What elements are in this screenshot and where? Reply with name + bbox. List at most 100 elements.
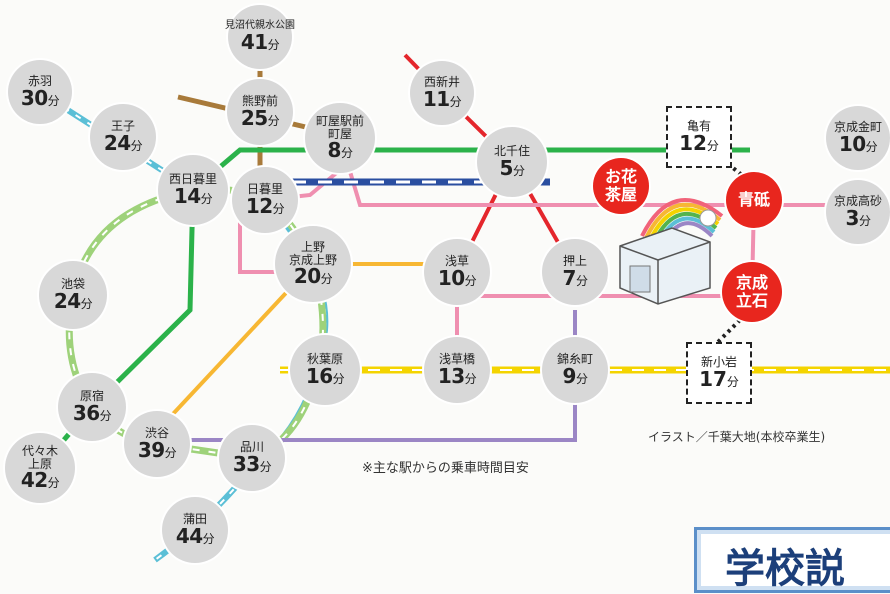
- station-keiseitateishi[interactable]: 京成立石: [722, 262, 782, 322]
- travel-time: 9分: [562, 363, 588, 388]
- time-unit: 分: [706, 138, 719, 153]
- travel-time: 20分: [293, 264, 333, 289]
- time-unit: 分: [858, 213, 871, 228]
- time-unit: 分: [80, 296, 93, 311]
- station-ohanajaya[interactable]: お花茶屋: [593, 158, 649, 214]
- station-name: 上野京成上野: [288, 239, 337, 267]
- time-unit: 分: [332, 371, 345, 386]
- station-name: 品川: [239, 440, 264, 455]
- time-unit: 分: [272, 201, 285, 216]
- station-name: 浅草橋: [438, 352, 475, 367]
- station-name: 亀有: [686, 119, 711, 134]
- illustration-credit: イラスト／千葉大地(本校卒業生): [648, 430, 826, 444]
- station-name: お花茶屋: [604, 167, 637, 204]
- travel-time: 30分: [20, 85, 60, 110]
- travel-time: 24分: [103, 130, 143, 155]
- station-name: 日暮里: [246, 182, 283, 197]
- station-name: 押上: [562, 254, 587, 269]
- station-name: 西日暮里: [168, 172, 217, 187]
- time-unit: 分: [575, 273, 588, 288]
- shinkoiwa-connector: [716, 318, 742, 344]
- station-name: 京成金町: [833, 120, 882, 135]
- station-name: 町屋駅前町屋: [315, 113, 364, 141]
- time-unit: 分: [202, 531, 215, 546]
- time-unit: 分: [99, 408, 112, 423]
- station-name: 青砥: [737, 190, 770, 210]
- travel-time: 24分: [53, 288, 93, 313]
- panel-heading: 学校説: [725, 546, 845, 592]
- station-name: 秋葉原: [306, 352, 343, 367]
- travel-time: 8分: [327, 138, 353, 163]
- travel-time: 5分: [499, 155, 525, 180]
- station-name: 新小岩: [700, 355, 737, 370]
- station-name: 原宿: [79, 389, 104, 404]
- time-unit: 分: [130, 138, 143, 153]
- station-name: 北千住: [493, 144, 530, 159]
- station-aoto[interactable]: 青砥: [726, 172, 782, 228]
- travel-time: 39分: [137, 437, 177, 462]
- time-unit: 分: [47, 93, 60, 108]
- station-name: 錦糸町: [556, 352, 593, 367]
- travel-time: 11分: [422, 86, 462, 111]
- time-unit: 分: [512, 163, 525, 178]
- travel-time-note: ※主な駅からの乗車時間目安: [362, 461, 529, 476]
- travel-time: 36分: [72, 400, 112, 425]
- station-name: 代々木上原: [21, 443, 58, 471]
- time-unit: 分: [320, 272, 333, 287]
- time-unit: 分: [340, 146, 353, 161]
- station-name: 王子: [110, 119, 135, 134]
- time-unit: 分: [267, 113, 280, 128]
- time-unit: 分: [464, 273, 477, 288]
- station-name: 蒲田: [182, 512, 207, 527]
- time-unit: 分: [464, 371, 477, 386]
- travel-time: 10分: [838, 131, 878, 156]
- time-unit: 分: [449, 94, 462, 109]
- time-unit: 分: [575, 371, 588, 386]
- station-name: 渋谷: [144, 426, 169, 441]
- time-unit: 分: [164, 445, 177, 460]
- station-name: 京成高砂: [833, 194, 882, 209]
- travel-time: 41分: [240, 29, 280, 54]
- hanzomon-line: [157, 310, 577, 442]
- time-unit: 分: [726, 374, 739, 389]
- travel-time: 13分: [437, 363, 477, 388]
- time-unit: 分: [865, 139, 878, 154]
- station-name: 熊野前: [241, 94, 278, 109]
- travel-time: 10分: [437, 265, 477, 290]
- school-illustration: [619, 198, 724, 305]
- time-unit: 分: [47, 476, 60, 491]
- travel-time: 33分: [232, 451, 272, 476]
- travel-time: 17分: [699, 366, 739, 391]
- travel-time: 42分: [20, 468, 60, 493]
- time-unit: 分: [200, 191, 213, 206]
- time-unit: 分: [267, 37, 280, 52]
- station-name: 京成立石: [735, 273, 768, 310]
- travel-time: 25分: [240, 105, 280, 130]
- school-info-panel[interactable]: 学校説: [694, 527, 890, 593]
